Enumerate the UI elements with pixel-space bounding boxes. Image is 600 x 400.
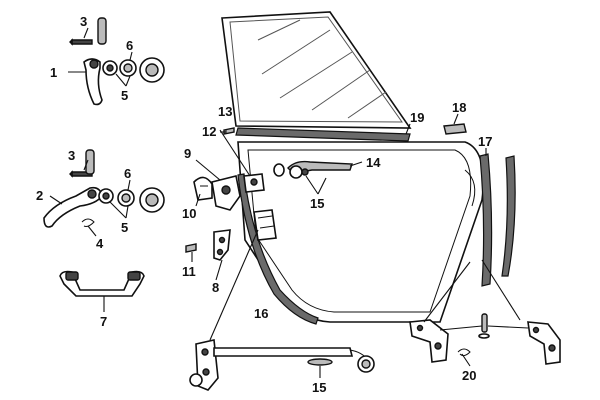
window-regulator xyxy=(189,339,375,391)
leader-lines xyxy=(49,27,529,378)
hinge-plate xyxy=(243,173,265,193)
latch-assembly xyxy=(253,209,277,241)
callout-18: 18 xyxy=(452,100,466,115)
callout-8: 8 xyxy=(212,280,219,295)
inside-door-handle xyxy=(287,160,353,179)
callout-19: 19 xyxy=(410,110,424,125)
door-shell xyxy=(237,141,485,323)
callout-2: 2 xyxy=(36,188,43,203)
vertical-seal-17 xyxy=(479,153,516,287)
callout-5-lower: 5 xyxy=(121,220,128,235)
pin-upper xyxy=(97,17,107,45)
door-hinge-right xyxy=(527,321,561,365)
screw-13 xyxy=(223,127,235,135)
callout-14: 14 xyxy=(366,155,381,170)
callout-17: 17 xyxy=(478,134,492,149)
callout-13: 13 xyxy=(218,104,232,119)
callout-16: 16 xyxy=(254,306,268,321)
callout-6-lower: 6 xyxy=(124,166,131,181)
callout-4: 4 xyxy=(96,236,104,251)
callout-3-upper: 3 xyxy=(80,14,87,29)
callout-5-upper: 5 xyxy=(121,88,128,103)
escutcheon-upper xyxy=(102,57,165,83)
callout-12: 12 xyxy=(202,124,216,139)
trim-piece-18 xyxy=(443,123,467,135)
callout-labels: 1 3 6 5 3 6 2 5 4 7 9 10 11 8 12 13 14 1… xyxy=(36,14,492,395)
door-hinge-left xyxy=(409,319,449,363)
callout-20: 20 xyxy=(462,368,476,383)
callout-3-lower: 3 xyxy=(68,148,75,163)
door-check-strap xyxy=(211,175,241,211)
screw-11 xyxy=(185,243,197,253)
callout-11: 11 xyxy=(182,264,196,279)
door-pull-handle xyxy=(59,270,145,297)
callout-15-upper: 15 xyxy=(310,196,324,211)
door-handle-2 xyxy=(43,186,103,228)
screw-3-upper xyxy=(69,38,93,46)
callout-15-lower: 15 xyxy=(312,380,326,395)
window-winder-handle xyxy=(83,58,103,106)
spring-clip-20 xyxy=(457,348,471,357)
pin-lower xyxy=(85,149,95,175)
callout-6-upper: 6 xyxy=(126,38,133,53)
escutcheon-lower xyxy=(98,187,165,213)
clip-4 xyxy=(81,218,95,227)
callout-7: 7 xyxy=(100,314,107,329)
callout-10: 10 xyxy=(182,206,196,221)
striker-bracket xyxy=(193,176,213,201)
pad-15 xyxy=(307,358,333,366)
callout-1: 1 xyxy=(50,65,57,80)
bracket-8 xyxy=(213,229,231,261)
hinge-pin xyxy=(478,313,490,339)
window-glass xyxy=(221,11,412,129)
callout-9: 9 xyxy=(184,146,191,161)
window-channel-strip xyxy=(235,127,411,142)
